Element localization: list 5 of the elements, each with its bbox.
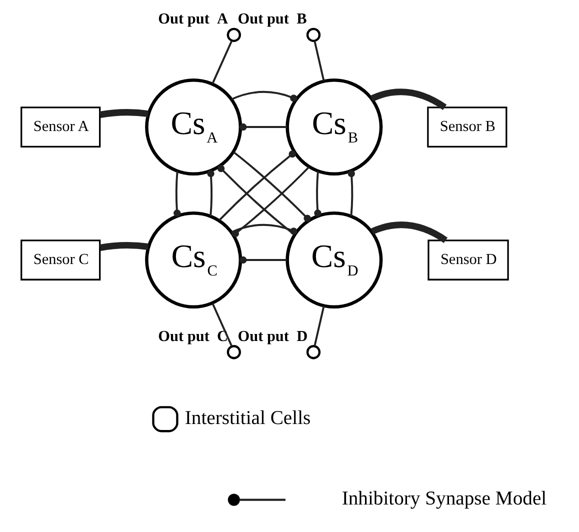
legend-label: Interstitial Cells xyxy=(184,408,311,429)
node-label: Out put D xyxy=(238,328,308,345)
legend-label: Inhibitory Synapse Model xyxy=(342,488,547,510)
node-label: Out put B xyxy=(238,10,307,28)
node-label: Out put A xyxy=(158,10,228,28)
